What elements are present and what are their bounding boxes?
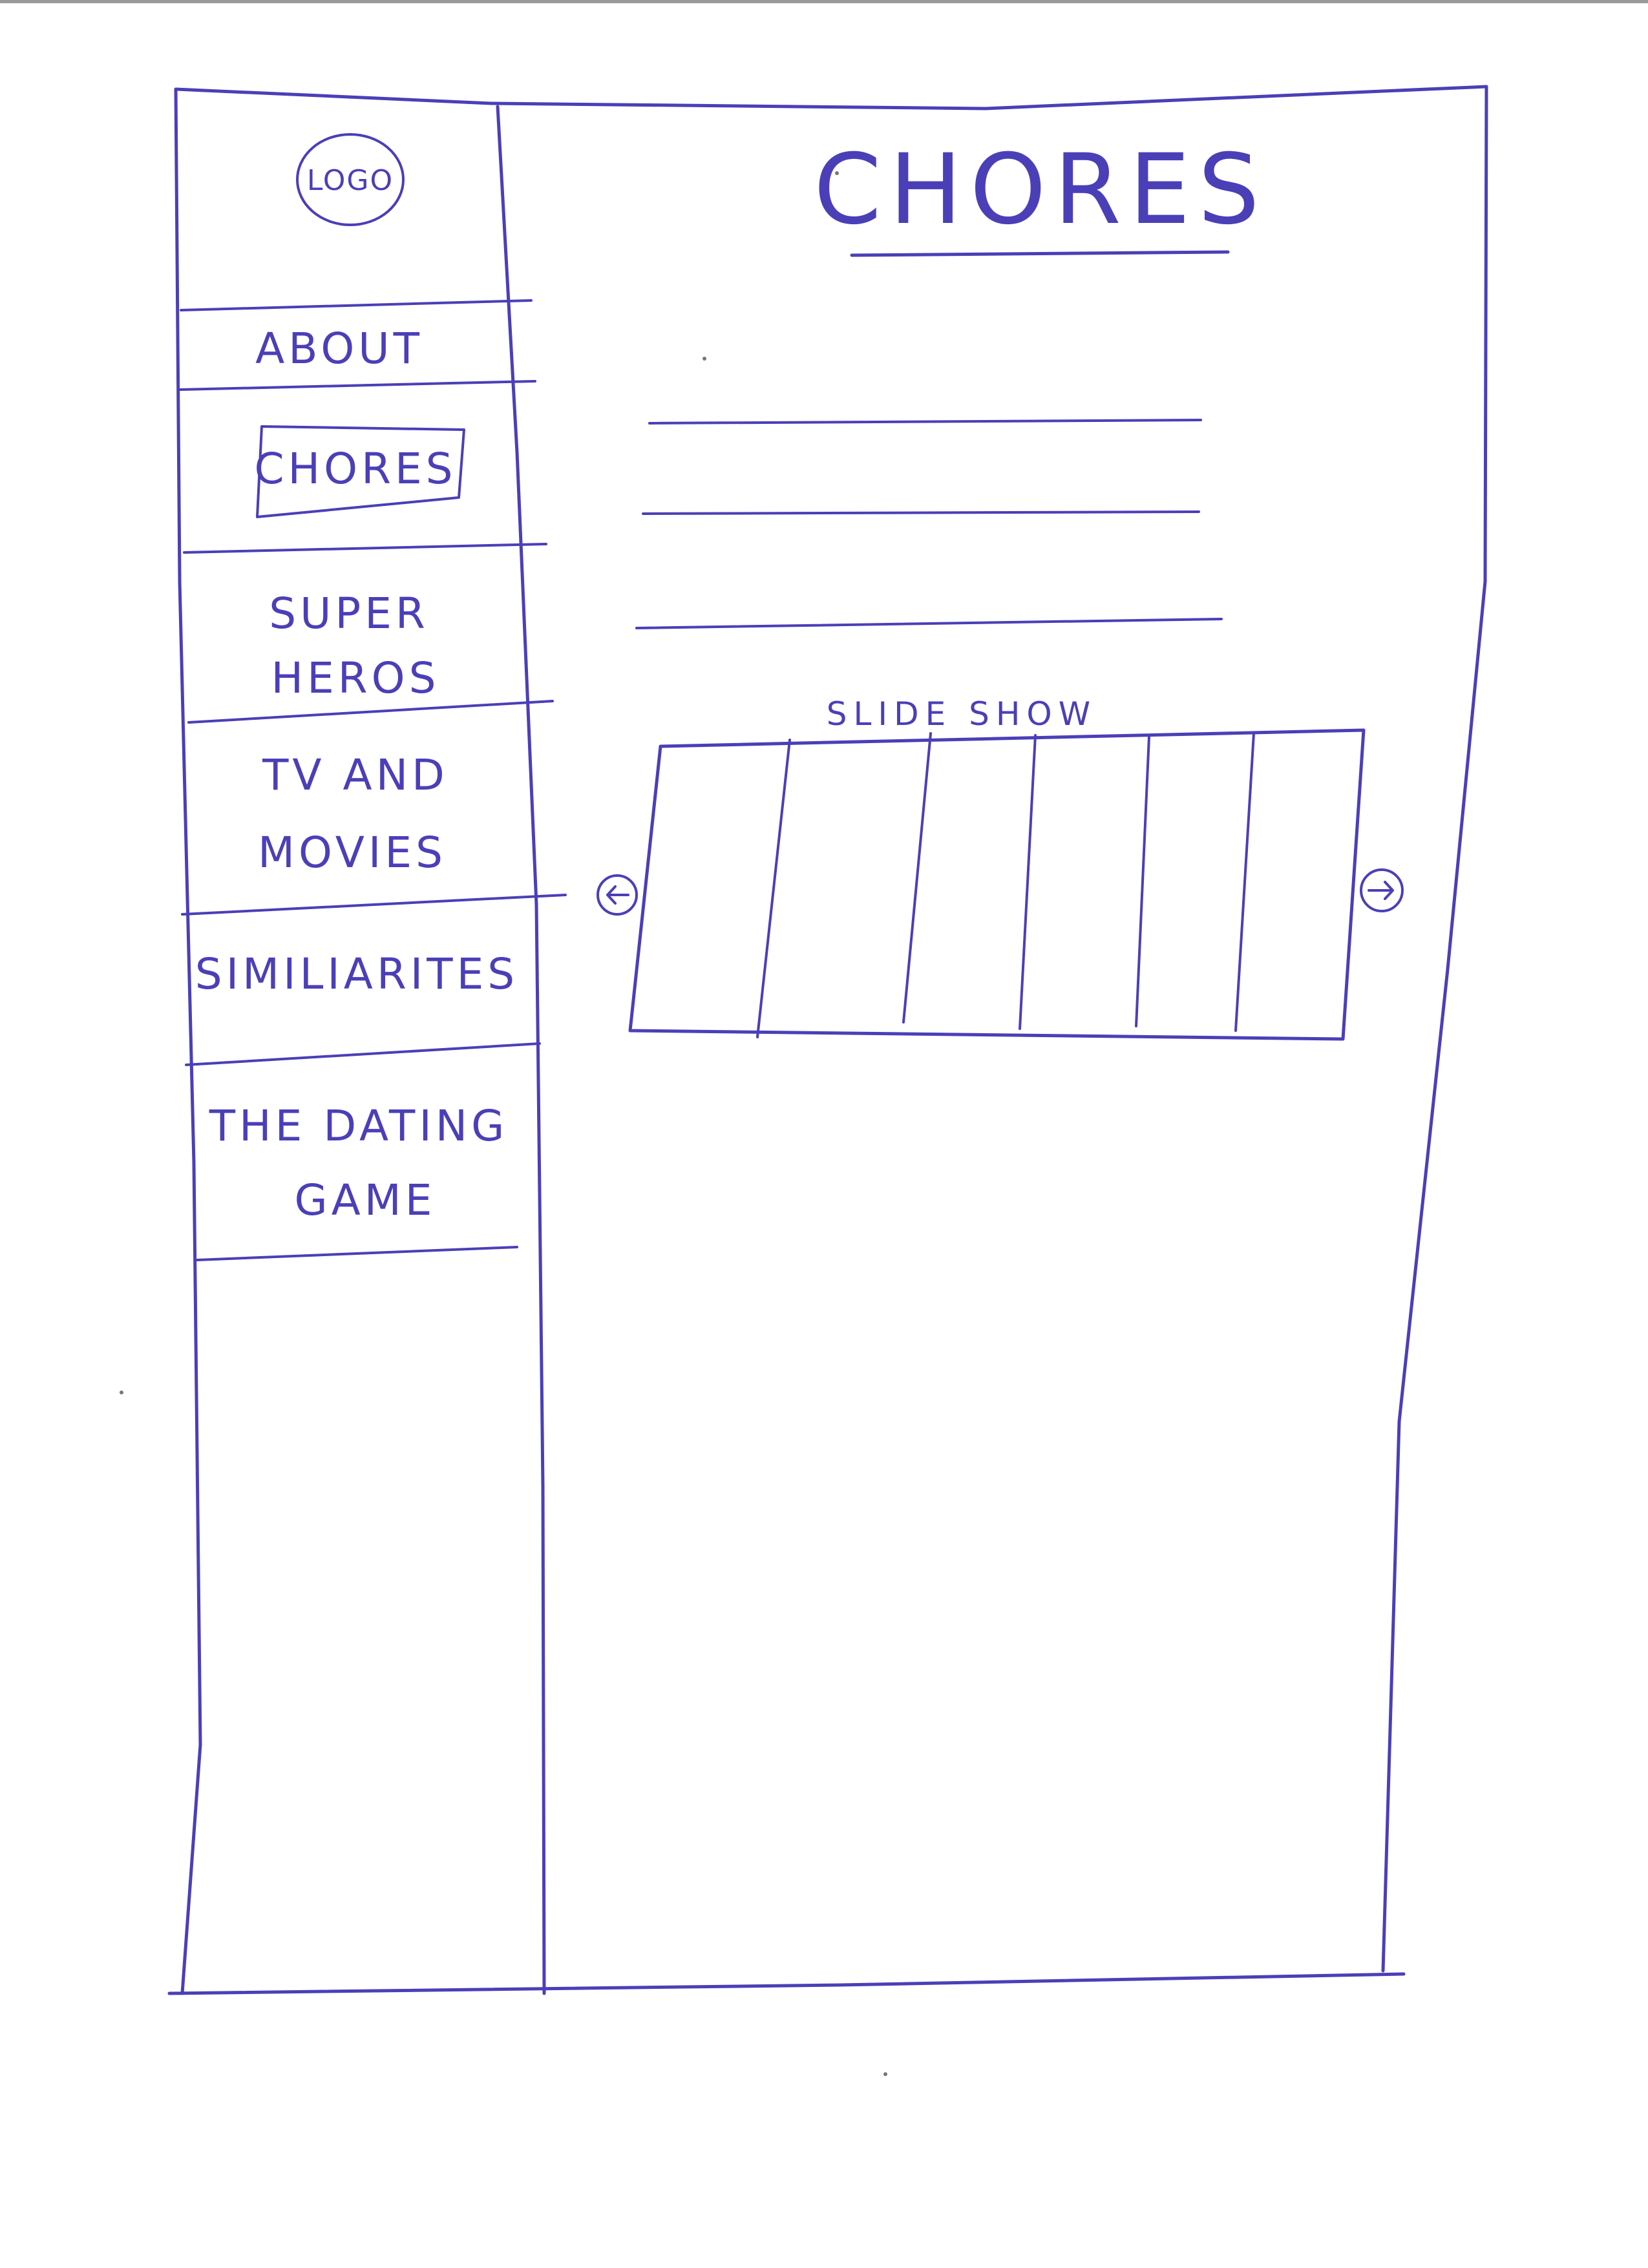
sidebar-item-chores[interactable]: CHORES (254, 425, 465, 518)
slide-divider (756, 739, 791, 1038)
slideshow-frame (628, 728, 1366, 1041)
sidebar-item-about-label: ABOUT (255, 324, 423, 373)
sidebar-item-tv-and-movies-line1: TV AND (262, 750, 449, 800)
slideshow-next-button[interactable] (1360, 868, 1404, 912)
sidebar-separators (178, 299, 567, 1261)
sidebar-item-tv-and-movies[interactable]: TV AND MOVIES (258, 750, 449, 877)
content-line (642, 510, 1200, 515)
sidebar-item-similiarites-label: SIMILIARITES (195, 949, 518, 999)
slideshow-prev-button[interactable] (597, 874, 638, 916)
sidebar-item-super-heros[interactable]: SUPER HEROS (269, 589, 439, 703)
right-arrow-icon (1360, 868, 1404, 912)
slide-divider (1234, 732, 1255, 1032)
sidebar-item-chores-label: CHORES (254, 444, 456, 494)
content-placeholder-lines (635, 419, 1223, 629)
logo[interactable]: LOGO (296, 133, 405, 226)
sidebar-item-the-dating-game-line1: THE DATING (209, 1101, 509, 1151)
sidebar-divider (496, 105, 546, 1995)
content-line (648, 419, 1202, 425)
scan-specks (120, 171, 887, 2076)
sidebar-item-about[interactable]: ABOUT (255, 324, 423, 373)
active-item-box (256, 425, 465, 518)
sidebar-item-similiarites[interactable]: SIMILIARITES (195, 949, 518, 999)
slide-divider (1019, 734, 1037, 1030)
sidebar-item-tv-and-movies-line2: MOVIES (258, 828, 447, 877)
left-arrow-icon (597, 874, 638, 916)
slide-divider (1135, 735, 1150, 1027)
sidebar-item-super-heros-line1: SUPER (269, 589, 429, 638)
outer-frame (167, 85, 1488, 1995)
slideshow[interactable] (628, 728, 1366, 1041)
sidebar-item-the-dating-game-line2: GAME (295, 1175, 436, 1225)
title-underline (850, 250, 1230, 257)
scan-edge (0, 0, 1648, 3)
slideshow-label: SLIDE SHOW (827, 695, 1097, 733)
slideshow-slides (756, 732, 1255, 1038)
sidebar-item-super-heros-line2: HEROS (271, 653, 439, 703)
sidebar-item-the-dating-game[interactable]: THE DATING GAME (209, 1101, 509, 1225)
logo-label: LOGO (307, 164, 394, 197)
page-title: CHORES (814, 134, 1267, 246)
content-line (635, 618, 1223, 629)
slide-divider (902, 732, 932, 1024)
